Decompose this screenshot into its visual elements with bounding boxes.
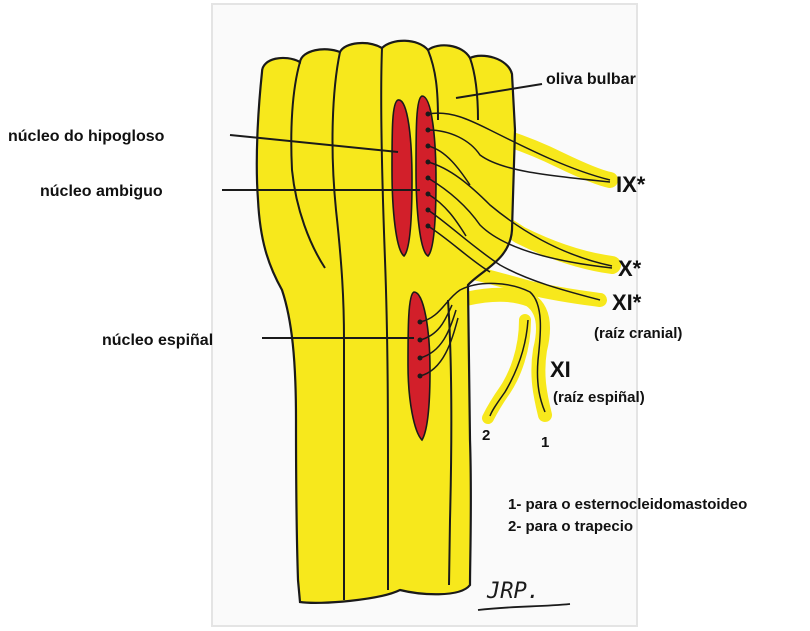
label-oliva-bulbar: oliva bulbar <box>546 71 636 88</box>
label-nucleo-ambiguo: núcleo ambiguo <box>40 183 163 200</box>
label-nucleo-espinal: núcleo espiñal <box>102 332 213 349</box>
label-nerve-xi-star: XI* <box>612 290 642 315</box>
label-nerve-x: X* <box>618 256 642 281</box>
legend-item-2: 2- para o trapecio <box>508 518 633 535</box>
signature: JRP. <box>486 579 540 604</box>
ambiguus-nucleus <box>416 96 436 256</box>
legend-item-1: 1- para o esternocleidomastoideo <box>508 496 747 513</box>
label-nucleo-hipogloso: núcleo do hipogloso <box>8 128 165 145</box>
label-branch-2: 2 <box>482 427 490 444</box>
label-raiz-espinal: (raíz espiñal) <box>553 389 645 406</box>
label-nerve-xi: XI <box>550 357 571 382</box>
label-nerve-ix: IX* <box>616 172 646 197</box>
label-raiz-cranial: (raíz cranial) <box>594 325 682 342</box>
label-branch-1: 1 <box>541 434 549 451</box>
